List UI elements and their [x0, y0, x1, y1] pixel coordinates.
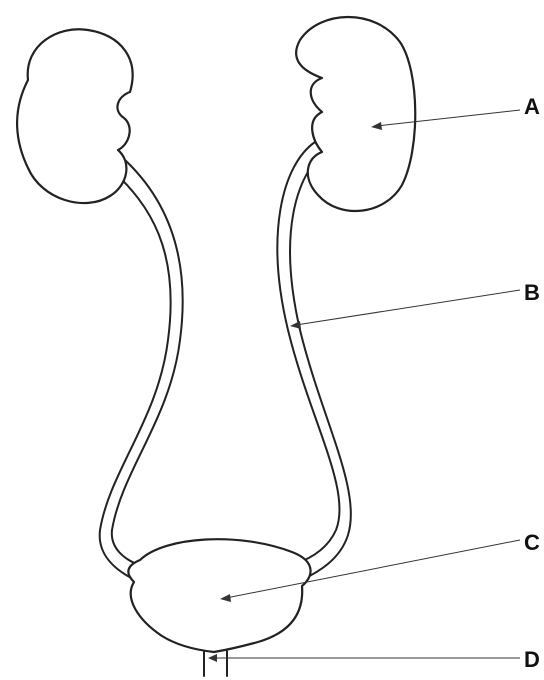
label-b: B [524, 280, 540, 305]
label-a: A [524, 94, 540, 119]
left-ureter [100, 160, 183, 580]
label-d: D [524, 647, 540, 672]
pointer-d [208, 654, 520, 662]
left-kidney [17, 29, 132, 203]
pointer-b [290, 290, 520, 329]
label-c: C [524, 530, 540, 555]
urinary-bladder [128, 539, 310, 652]
right-kidney [296, 17, 415, 211]
